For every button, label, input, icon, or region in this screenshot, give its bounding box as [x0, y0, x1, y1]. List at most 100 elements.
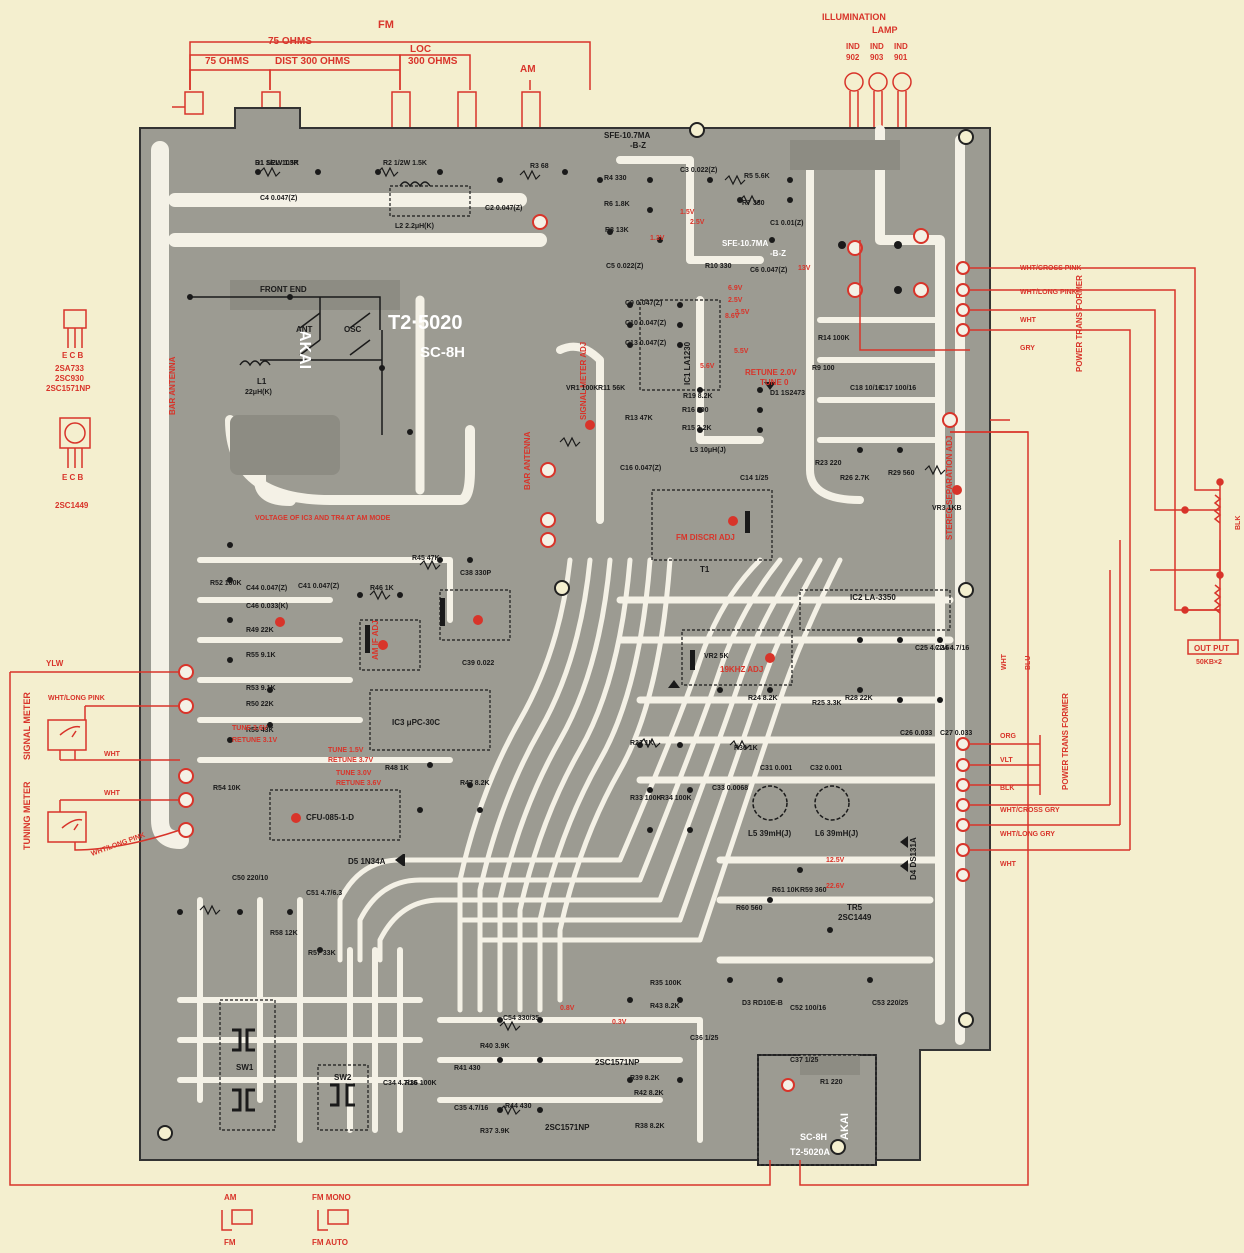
blk-side-label: BLK [1235, 516, 1242, 530]
sw1-label: SW1 [236, 1063, 254, 1072]
illumination-lamp: LAMP [872, 25, 898, 35]
wht-right-label: WHT [1020, 317, 1037, 324]
component-value-label: R13 47K [625, 415, 653, 422]
t1-label: T1 [700, 565, 710, 574]
blu-vertical-label: BLU [1025, 656, 1032, 670]
voltage-reading-label: 5.5V [734, 348, 749, 355]
component-value-label: R54 10K [213, 785, 241, 792]
wht-long-pink-right-label: WHT/LONG PINK [1020, 289, 1077, 296]
component-value-label: R1 1/2W 1.5K [255, 160, 299, 167]
l1-label: L1 [257, 377, 267, 386]
ant-label: ANT [296, 325, 313, 334]
voltage-reading-label: TUNE 3.0V [336, 770, 372, 777]
board-model: T2·5020 [388, 312, 463, 334]
ind903-label: 903 [870, 53, 884, 62]
ic1-label: IC1 LA1230 [683, 341, 692, 385]
khz-adj: 19KHZ ADJ [720, 665, 763, 674]
board-code: SC-8H [420, 344, 465, 361]
component-value-label: R8 13K [605, 227, 629, 234]
component-value-label: R22 1K [630, 740, 654, 747]
voltage-reading-label: 5.6V [700, 363, 715, 370]
stereo-separation-adj: STEREO SEPARATION ADJ [945, 436, 954, 540]
l1-value: 22μH(K) [245, 389, 272, 396]
solder-mask-blocks [230, 140, 900, 1075]
component-value-label: R38 8.2K [635, 1123, 665, 1130]
component-value-label: VR2 5K [704, 653, 729, 660]
sw2-label: SW2 [334, 1073, 352, 1082]
component-value-label: L3 10μH(J) [690, 447, 726, 454]
ind-label-3: IND [894, 42, 908, 51]
component-value-label: D3 RD10E-B [742, 1000, 783, 1007]
component-value-label: R45 47K [412, 555, 440, 562]
component-value-label: R25 3.3K [812, 700, 842, 707]
component-value-label: C31 0.001 [760, 765, 792, 772]
ohms75-label: 75 OHMS [205, 56, 249, 67]
board-brand: AKAI [296, 330, 313, 369]
component-value-label: R39 8.2K [630, 1075, 660, 1082]
voltage-reading-label: 0.3V [612, 1019, 627, 1026]
component-value-label: C50 220/10 [232, 875, 268, 882]
switch-fm-mono-label: FM MONO [312, 1193, 351, 1202]
component-value-label: R57 33K [308, 950, 336, 957]
ind-label-2: IND [870, 42, 884, 51]
ic2-label: IC2 LA-3350 [850, 593, 896, 602]
component-value-label: R36 100K [405, 1080, 437, 1087]
power-trans-former-label-2: POWER TRANS FORMER [1061, 693, 1070, 790]
component-value-label: C33 0.0068 [712, 785, 748, 792]
vlt-label: VLT [1000, 757, 1013, 764]
component-value-label: R59 360 [800, 887, 827, 894]
component-value-label: R43 8.2K [650, 1003, 680, 1010]
l6-label: L6 39mH(J) [815, 829, 858, 838]
transistor-pins-2: E C B [62, 473, 84, 482]
component-value-label: R37 3.9K [480, 1128, 510, 1135]
voltage-reading-label: 22.6V [826, 883, 845, 890]
wht-cross-gry-label: WHT/CROSS GRY [1000, 807, 1060, 814]
component-value-label: C32 0.001 [810, 765, 842, 772]
component-value-label: C53 220/25 [872, 1000, 908, 1007]
adjust-points [275, 420, 962, 823]
component-value-label: C25 4.7/16 [915, 645, 949, 652]
component-value-label: C16 0.047(Z) [620, 465, 661, 472]
component-value-label: R49 22K [246, 627, 274, 634]
connector-rings [178, 214, 970, 1092]
am-if-adj: AM IF ADJ [371, 620, 380, 660]
out-put-label: OUT PUT [1194, 644, 1229, 653]
component-value-label: R61 10K [772, 887, 800, 894]
component-value-label: C38 330P [460, 570, 491, 577]
tune-label: TUNE 0 [760, 378, 789, 387]
tr5-label: TR5 [847, 903, 863, 912]
voltage-reading-label: RETUNE 3.1V [232, 737, 277, 744]
component-value-label: C14 1/25 [740, 475, 769, 482]
mounting-holes [157, 122, 974, 1155]
ind901-label: 901 [894, 53, 908, 62]
wht-long-pink-label: WHT/LONG PINK [48, 695, 105, 702]
component-value-label: R44 430 [505, 1103, 532, 1110]
component-value-label: R26 2.7K [840, 475, 870, 482]
ind-label-1: IND [846, 42, 860, 51]
transistor-legend: E C B 2SA733 2SC930 2SC1571NP E C B 2SC1… [46, 309, 91, 510]
l5-label: L5 39mH(J) [748, 829, 791, 838]
component-value-label: C13 0.047(Z) [625, 340, 666, 347]
tr3-label: 2SC1571NP [595, 1058, 640, 1067]
component-value-label: R5 5.6K [744, 173, 770, 180]
power-trans-former-label-1: POWER TRANS FORMER [1075, 275, 1084, 372]
component-value-label: R46 1K [370, 585, 394, 592]
transistor-2sc1571np: 2SC1571NP [46, 384, 91, 393]
resistor-symbols [199, 166, 946, 1116]
ic3-label: IC3 μPC-30C [392, 718, 440, 727]
switch-fm-auto-label: FM AUTO [312, 1238, 348, 1247]
component-value-label: C52 100/16 [790, 1005, 826, 1012]
voltage-reading-label: 1.3V [650, 235, 665, 242]
sfe-top-label: SFE-10.7MA [604, 131, 650, 140]
component-value-label: R23 220 [815, 460, 842, 467]
wht-label-1: WHT [104, 751, 121, 758]
retune-label: RETUNE 2.0V [745, 368, 797, 377]
am-label: AM [520, 64, 536, 75]
solder-pads [177, 169, 943, 1113]
component-value-label: R3 68 [530, 163, 549, 170]
component-value-label: C17 100/16 [880, 385, 916, 392]
component-value-label: R19 8.2K [683, 393, 713, 400]
component-value-label: R34 100K [660, 795, 692, 802]
